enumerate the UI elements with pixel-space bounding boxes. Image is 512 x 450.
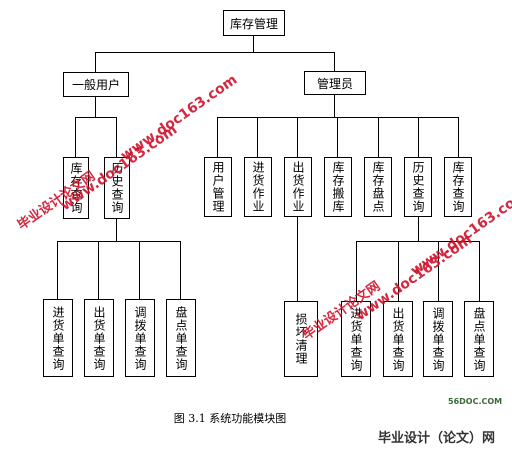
connector [217, 117, 459, 118]
connector [257, 117, 258, 157]
watermark-site: www.doc163.com [117, 71, 241, 165]
connector [180, 241, 181, 299]
admin-module-inventory-query: 库存查询 [444, 157, 472, 217]
admin-module-purchasing: 进货作业 [244, 157, 272, 217]
user-query-transfer: 调拨单查询 [125, 299, 155, 377]
connector [95, 52, 96, 72]
connector [356, 241, 357, 301]
connector [253, 36, 254, 52]
user-module-history-query: 历史查询 [104, 157, 130, 219]
admin-module-history-query: 历史查询 [404, 157, 432, 217]
site-logo: 56DOC.COM [448, 397, 503, 406]
connector [75, 117, 76, 157]
user-query-shipping: 出货单查询 [84, 299, 114, 377]
admin-damage-cleanup: 损坏清理 [284, 301, 318, 377]
connector [297, 217, 298, 301]
connector [98, 241, 99, 299]
connector [57, 241, 180, 242]
connector [116, 219, 117, 241]
connector [139, 241, 140, 299]
connector [75, 117, 117, 118]
connector [57, 241, 58, 299]
user-query-stocktake: 盘点单查询 [166, 299, 196, 377]
general-user-node: 一般用户 [63, 72, 129, 97]
admin-node: 管理员 [304, 71, 366, 95]
connector [356, 241, 480, 242]
connector [398, 241, 399, 301]
connector [334, 95, 335, 117]
admin-query-transfer: 调拨单查询 [423, 301, 453, 377]
admin-query-stocktake: 盘点单查询 [464, 301, 494, 377]
connector [418, 117, 419, 157]
connector [458, 117, 459, 157]
admin-module-shipping: 出货作业 [284, 157, 312, 217]
admin-module-user-management: 用户管理 [204, 157, 232, 217]
connector [95, 97, 96, 117]
connector [438, 241, 439, 301]
figure-caption: 图 3.1 系统功能模块图 [173, 412, 287, 425]
connector [116, 117, 117, 157]
connector [479, 241, 480, 301]
admin-query-purchase: 进货单查询 [341, 301, 371, 377]
brand-watermark: 毕业设计（论文）网 [378, 431, 496, 446]
user-query-purchase: 进货单查询 [43, 299, 73, 377]
user-module-inventory-query: 库存查询 [63, 157, 89, 219]
connector [297, 117, 298, 157]
connector [418, 217, 419, 241]
connector [95, 52, 335, 53]
connector [378, 117, 379, 157]
connector [334, 52, 335, 72]
connector [337, 117, 338, 157]
admin-query-shipping: 出货单查询 [383, 301, 413, 377]
admin-module-stocktake: 库存盘点 [364, 157, 392, 217]
admin-module-stock-transfer: 库存搬库 [324, 157, 352, 217]
root-node: 库存管理 [223, 10, 285, 36]
connector [217, 117, 218, 157]
